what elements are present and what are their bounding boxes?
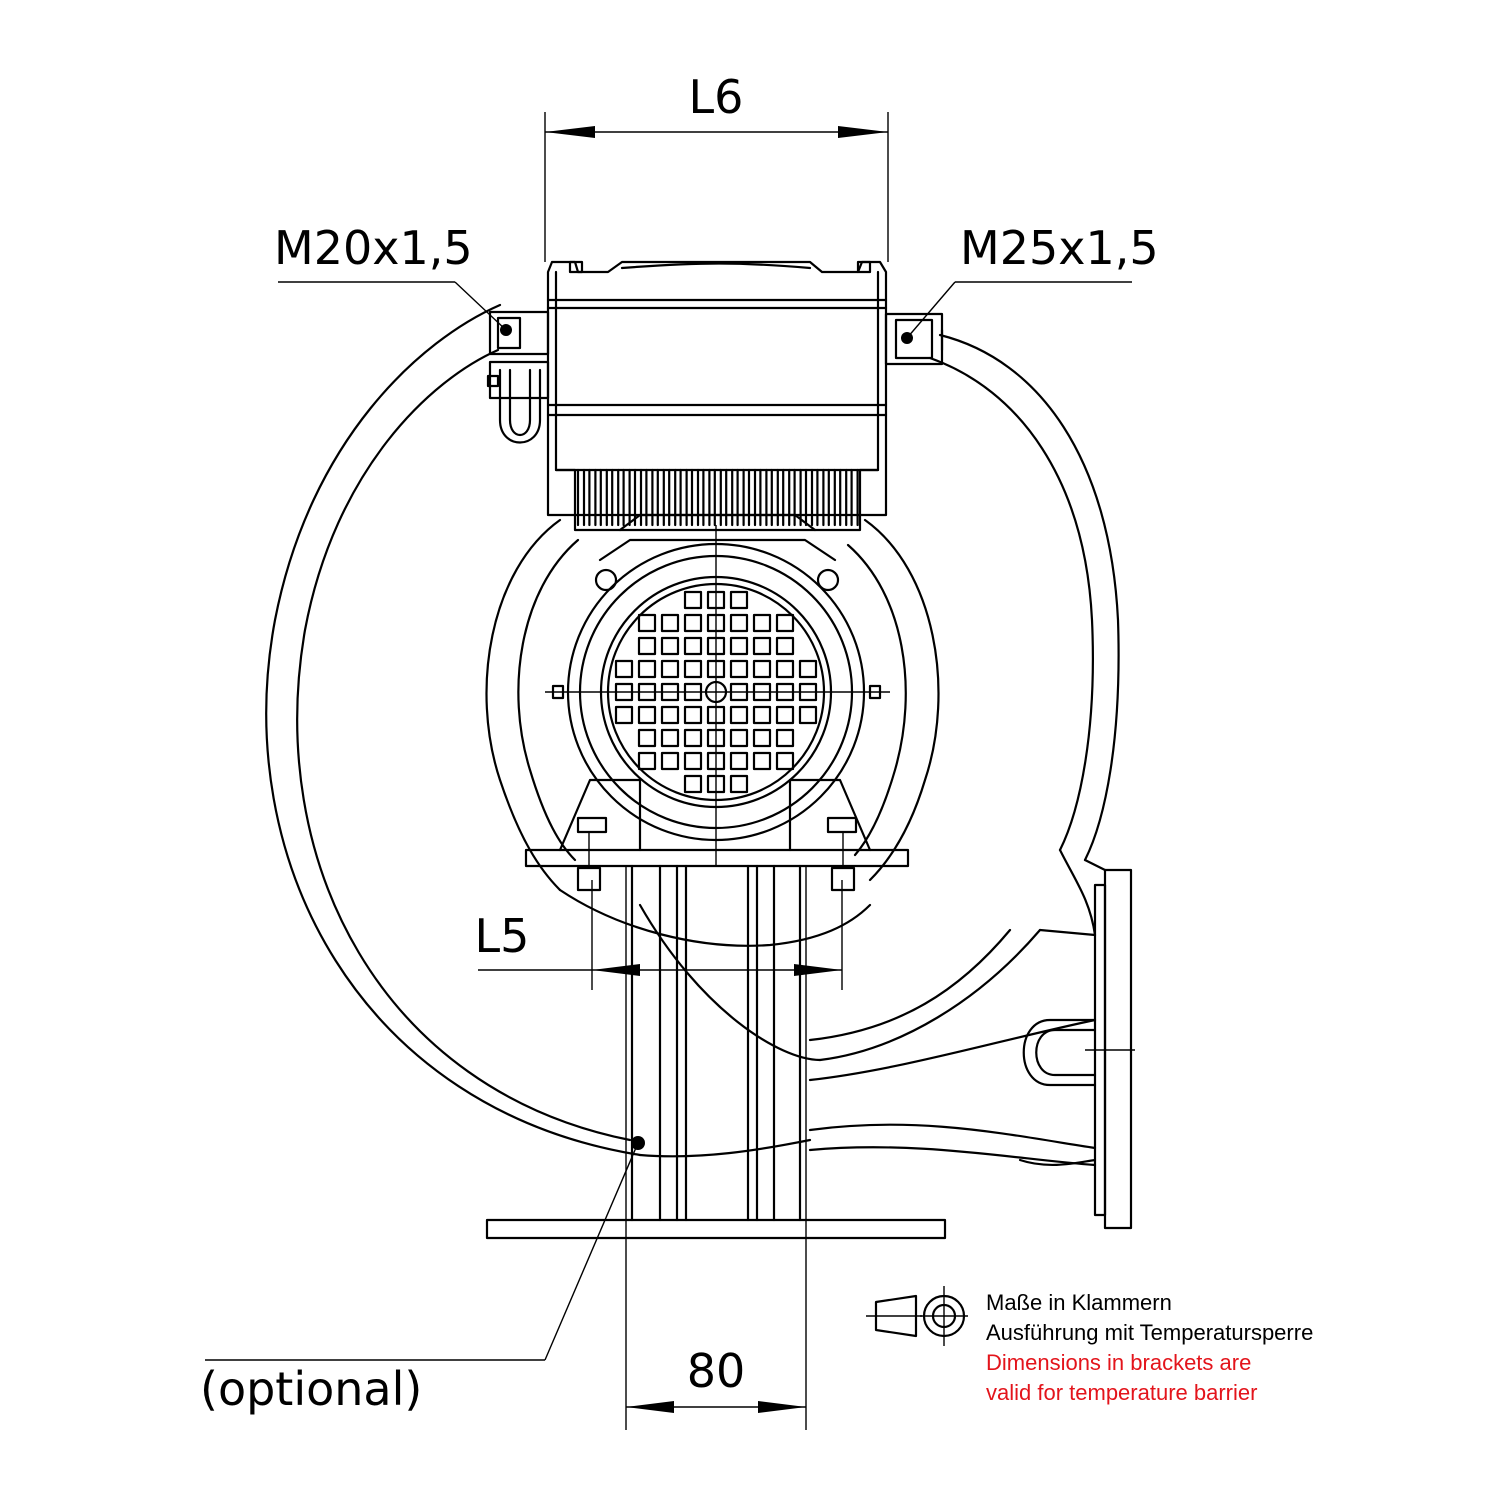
projection-symbol-icon (866, 1286, 968, 1346)
grille-opening (660, 705, 680, 725)
cooling-fin (804, 468, 814, 527)
cooling-fin (782, 468, 791, 527)
outlet-flange (808, 848, 1135, 1230)
volute-housing (265, 303, 1120, 1158)
cooling-fin (713, 468, 722, 527)
grille-opening (729, 659, 749, 679)
grille-opening (683, 774, 703, 794)
grille-opening (798, 705, 818, 725)
note-english-line-2: valid for temperature barrier (986, 1380, 1258, 1405)
cooling-fin (747, 468, 757, 527)
cooling-fin (850, 468, 859, 527)
cable-gland-right (884, 312, 944, 366)
grille-opening (637, 636, 657, 656)
callout-optional-label: (optional) (200, 1362, 422, 1416)
cooling-fin (725, 468, 734, 527)
grille-opening (729, 705, 749, 725)
grille-opening (660, 613, 680, 633)
dimension-l6: L6 (544, 70, 889, 262)
pedestal-stand (485, 848, 947, 1430)
cooling-fin (656, 468, 665, 527)
grille-opening (798, 659, 818, 679)
cooling-fin (793, 468, 802, 527)
cooling-fin (668, 468, 677, 527)
grille-opening (729, 636, 749, 656)
cooling-fin (633, 468, 643, 527)
callout-left-gland: M20x1,5 (274, 221, 507, 331)
grille-opening (660, 636, 680, 656)
callout-m25-label: M25x1,5 (960, 221, 1159, 275)
cooling-fins (576, 468, 859, 527)
grille-opening (637, 659, 657, 679)
cooling-fin (576, 468, 586, 527)
cooling-fin (622, 468, 631, 527)
grille-opening (660, 751, 680, 771)
grille-opening (637, 705, 657, 725)
grille-opening (729, 751, 749, 771)
grille-opening (683, 728, 703, 748)
grille-opening (752, 636, 772, 656)
grille-opening (775, 728, 795, 748)
dimension-80: 80 (626, 1344, 806, 1413)
grille-opening (637, 613, 657, 633)
note-english-line-1: Dimensions in brackets are (986, 1350, 1252, 1375)
grille-opening (683, 705, 703, 725)
grille-opening (752, 705, 772, 725)
grille-opening (660, 728, 680, 748)
grille-opening (683, 590, 703, 610)
dimension-l5: L5 (475, 880, 843, 990)
cooling-fin (690, 468, 700, 527)
cooling-fin (816, 468, 825, 527)
cooling-fin (770, 468, 779, 527)
grille-opening (614, 705, 634, 725)
dimension-note: Maße in Klammern Ausführung mit Temperat… (986, 1288, 1466, 1408)
note-german-line-1: Maße in Klammern (986, 1290, 1172, 1315)
grille-opening (729, 774, 749, 794)
grille-opening (752, 613, 772, 633)
callout-right-gland: M25x1,5 (906, 221, 1159, 339)
grille-opening (775, 613, 795, 633)
cooling-fin (702, 468, 711, 527)
grille-opening (752, 659, 772, 679)
grille-opening (614, 659, 634, 679)
grille-opening (660, 659, 680, 679)
grille-opening (752, 751, 772, 771)
callout-m20-label: M20x1,5 (274, 221, 473, 275)
cooling-fin (839, 468, 848, 527)
grille-opening (775, 705, 795, 725)
grille-opening (637, 728, 657, 748)
cooling-fin (588, 468, 597, 527)
cooling-fin (759, 468, 768, 527)
grille-opening (637, 751, 657, 771)
dimension-l5-label: L5 (475, 909, 530, 963)
note-german-line-2: Ausführung mit Temperatursperre (986, 1320, 1314, 1345)
grille-opening (775, 659, 795, 679)
inlet-rings (485, 518, 940, 947)
dimension-80-label: 80 (687, 1344, 746, 1398)
callout-optional: (optional) (200, 1136, 645, 1416)
grille-opening (729, 613, 749, 633)
grille-opening (683, 751, 703, 771)
cooling-fin (736, 468, 745, 527)
cooling-fin (611, 468, 620, 527)
grille-opening (752, 728, 772, 748)
cooling-fin (599, 468, 608, 527)
grille-opening (683, 636, 703, 656)
cooling-fin (679, 468, 688, 527)
cable-gland-left (486, 310, 550, 444)
cooling-fin (827, 468, 836, 527)
grille-opening (775, 636, 795, 656)
grille-opening (729, 590, 749, 610)
cooling-fin (645, 468, 654, 527)
grille-opening (729, 728, 749, 748)
dimension-l6-label: L6 (689, 70, 744, 124)
grille-opening (683, 613, 703, 633)
grille-opening (683, 659, 703, 679)
grille-opening (775, 751, 795, 771)
centre-lines (545, 525, 890, 865)
